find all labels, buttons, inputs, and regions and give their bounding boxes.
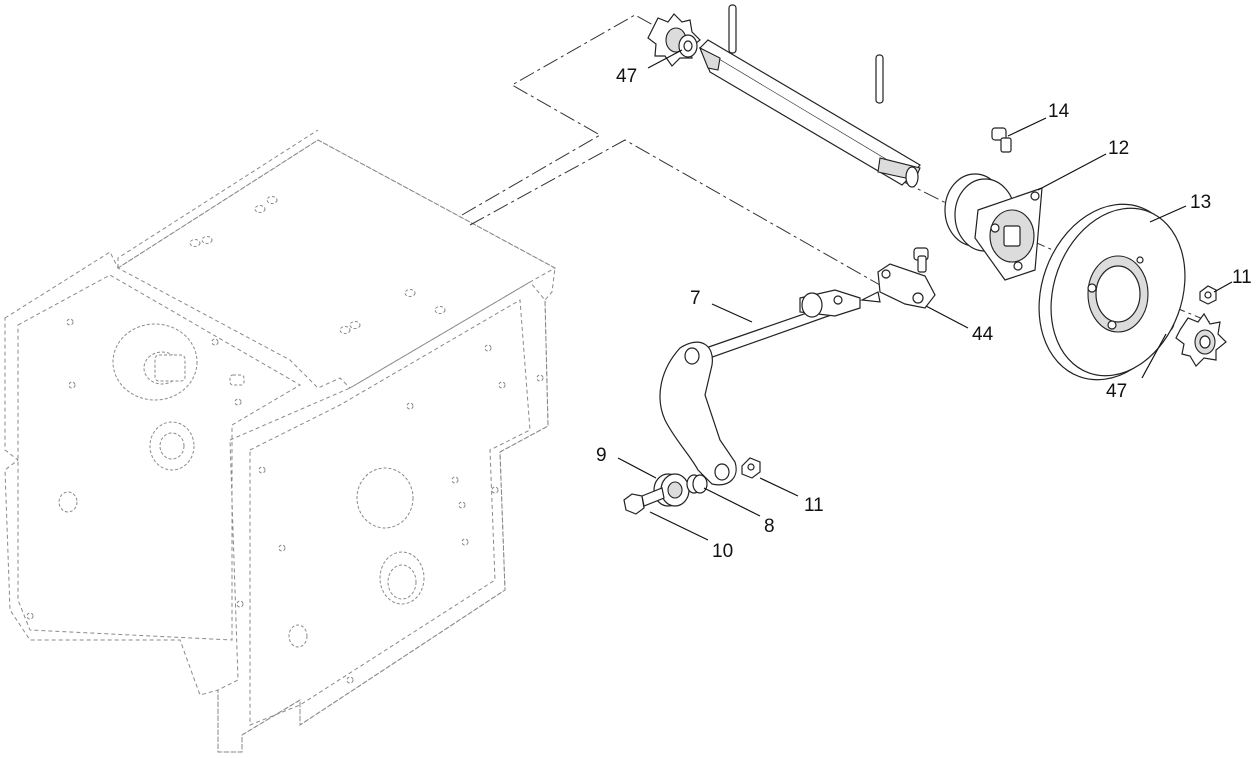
callout-7: 7 — [690, 288, 701, 309]
pulley-disc — [1038, 203, 1217, 381]
chassis-frame — [4, 129, 557, 753]
callout-44: 44 — [972, 324, 994, 345]
callout-14: 14 — [1048, 101, 1070, 122]
bellcrank-arm — [659, 341, 761, 486]
splined-shaft — [698, 4, 921, 188]
pulley-hub — [944, 127, 1043, 281]
callout-11-right: 11 — [1232, 267, 1252, 288]
callout-leaders — [617, 49, 1233, 541]
callout-9: 9 — [596, 445, 607, 466]
callout-12: 12 — [1108, 138, 1129, 159]
callout-8: 8 — [764, 516, 775, 537]
control-rod — [699, 289, 881, 361]
callout-10: 10 — [712, 541, 733, 562]
callout-47-bottom: 47 — [1106, 381, 1127, 402]
pivot-bracket — [877, 247, 936, 309]
callout-47-top: 47 — [616, 66, 637, 87]
callout-labels: 47 14 12 13 11 7 44 47 9 11 8 10 — [596, 66, 1252, 562]
callout-13: 13 — [1190, 192, 1211, 213]
callout-11-lower: 11 — [804, 495, 824, 516]
shoulder-bolt — [623, 487, 665, 515]
spacer — [686, 474, 708, 494]
sprocket-top — [647, 13, 701, 67]
